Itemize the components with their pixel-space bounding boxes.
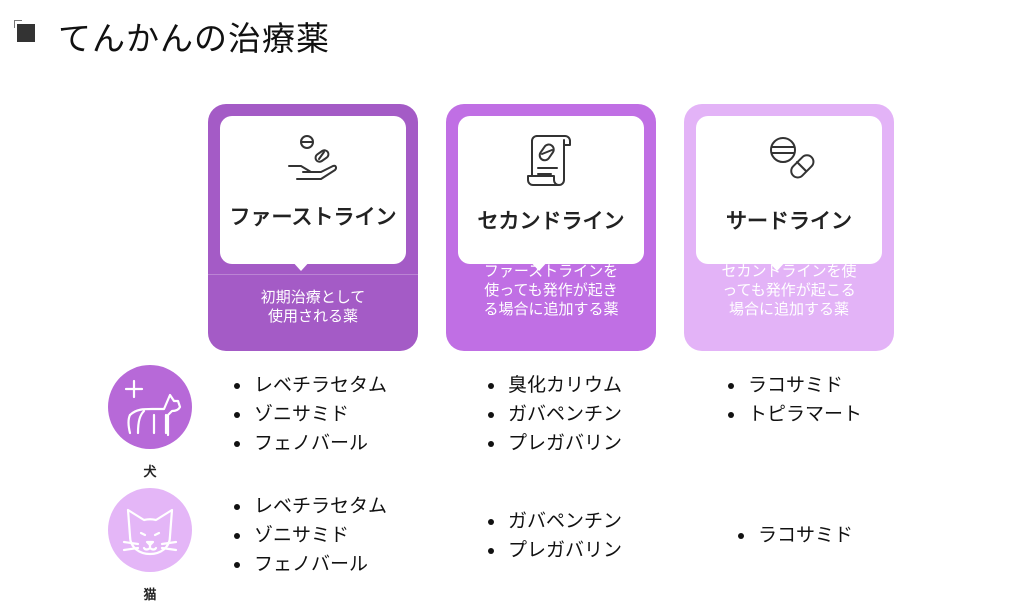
third-line-description-line: っても発作が起こる [722, 281, 856, 299]
first-line-divider [208, 274, 418, 275]
list-item: プレガバリン [486, 536, 622, 565]
third-line-header: サードライン [696, 116, 882, 264]
dog-second-line-list: 臭化カリウム ガバペンチン プレガバリン [486, 371, 622, 458]
second-line-heading: セカンドライン [477, 209, 625, 233]
list-item: レベチラセタム [232, 492, 387, 521]
third-line-description-line: 場合に追加する薬 [728, 300, 849, 318]
dog-third-line-list: ラコサミド トピラマート [726, 371, 862, 429]
second-line-description-line: る場合に追加する薬 [483, 300, 619, 318]
title-bullet-icon [14, 20, 36, 42]
list-item: ガバペンチン [486, 400, 622, 429]
cat-avatar [108, 488, 192, 572]
cat-label: 猫 [143, 588, 157, 603]
second-line-header: セカンドライン [458, 116, 644, 264]
second-line-description-line: ファーストラインを [483, 262, 619, 280]
list-item: 臭化カリウム [486, 371, 622, 400]
cat-third-line-list: ラコサミド [736, 521, 853, 550]
dog-with-medical-cross-icon [124, 379, 182, 437]
first-line-description: 初期治療として 使用される薬 [224, 288, 402, 326]
list-item: フェノバール [232, 429, 387, 458]
third-line-description: セカンドラインを使 っても発作が起こる 場合に追加する薬 [700, 262, 878, 319]
cat-second-line-list: ガバペンチン プレガバリン [486, 507, 622, 565]
first-line-pointer [291, 260, 311, 271]
first-line-card: ファーストライン 初期治療として 使用される薬 [208, 104, 418, 351]
pills-icon [770, 137, 815, 179]
list-item: トピラマート [726, 400, 862, 429]
third-line-description-line: セカンドラインを使 [721, 262, 857, 280]
list-item: プレガバリン [486, 429, 622, 458]
page-title: てんかんの治療薬 [58, 19, 330, 58]
dog-avatar [108, 365, 192, 449]
first-line-description-line: 初期治療として [260, 288, 366, 306]
second-line-description-line: 使っても発作が起き [484, 281, 618, 299]
cat-face-icon [122, 508, 178, 556]
second-line-card: セカンドライン ファーストラインを 使っても発作が起き る場合に追加する薬 [446, 104, 656, 351]
third-line-pointer [767, 260, 787, 271]
list-item: レベチラセタム [232, 371, 387, 400]
cat-first-line-list: レベチラセタム ゾニサミド フェノバール [232, 492, 387, 579]
second-line-description: ファーストラインを 使っても発作が起き る場合に追加する薬 [462, 262, 640, 319]
list-item: フェノバール [232, 550, 387, 579]
first-line-description-line: 使用される薬 [267, 307, 358, 325]
prescription-scroll-icon [527, 135, 571, 186]
list-item: ラコサミド [736, 521, 853, 550]
list-item: ガバペンチン [486, 507, 622, 536]
dog-first-line-list: レベチラセタム ゾニサミド フェノバール [232, 371, 387, 458]
first-line-header: ファーストライン [220, 116, 406, 264]
dog-label: 犬 [143, 465, 157, 480]
list-item: ゾニサミド [232, 521, 387, 550]
third-line-heading: サードライン [726, 209, 852, 233]
list-item: ラコサミド [726, 371, 862, 400]
hand-with-pills-icon [288, 135, 338, 180]
second-line-pointer [529, 260, 549, 271]
third-line-card: サードライン セカンドラインを使 っても発作が起こる 場合に追加する薬 [684, 104, 894, 351]
list-item: ゾニサミド [232, 400, 387, 429]
first-line-heading: ファーストライン [229, 205, 397, 229]
